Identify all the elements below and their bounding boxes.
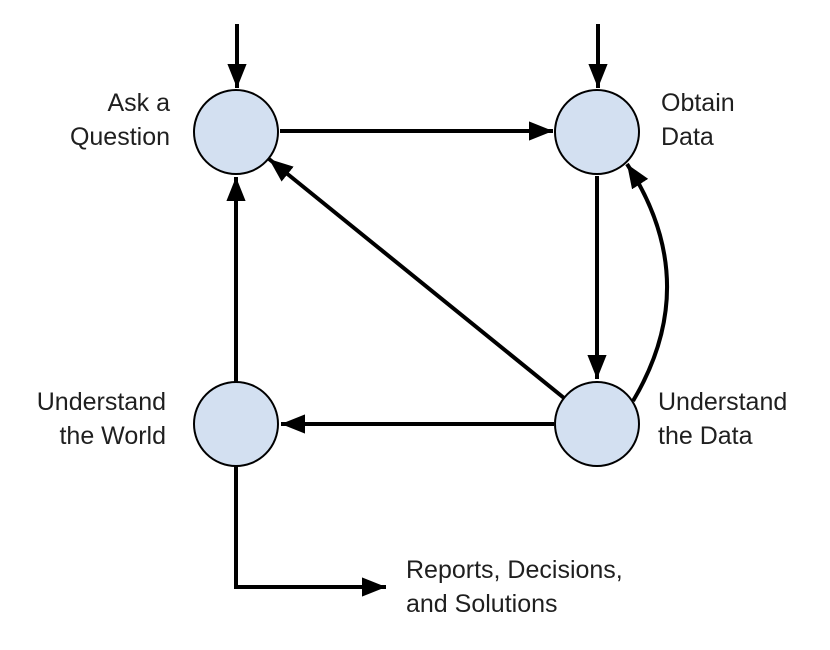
label-obtain-data: Obtain Data: [661, 86, 735, 154]
label-line: the World: [59, 422, 166, 450]
label-line: Question: [69, 123, 170, 151]
label-understand-the-data: Understand the Data: [658, 385, 787, 453]
label-ask-a-question: Ask a Question: [70, 86, 170, 154]
label-line: Obtain: [661, 89, 735, 117]
arrow-understand-the-world-to-reports: [234, 466, 386, 597]
arrow-understand-the-data-to-obtain-data-curve: [625, 162, 670, 403]
node-understand-the-world: [193, 381, 279, 467]
label-line: Reports, Decisions,: [406, 556, 623, 584]
label-understand-the-world: Understand the World: [37, 385, 166, 453]
label-line: Ask a: [107, 89, 170, 117]
arrow-understand-the-data-to-ask-a-question: [267, 157, 566, 400]
label-line: Understand: [36, 388, 166, 416]
node-obtain-data: [554, 89, 640, 175]
label-line: Data: [661, 123, 714, 151]
node-ask-a-question: [193, 89, 279, 175]
node-understand-the-data: [554, 381, 640, 467]
label-line: the Data: [658, 422, 753, 450]
label-reports-decisions-and-solutions: Reports, Decisions, and Solutions: [406, 553, 623, 621]
label-line: Understand: [658, 388, 788, 416]
label-line: and Solutions: [406, 590, 558, 618]
